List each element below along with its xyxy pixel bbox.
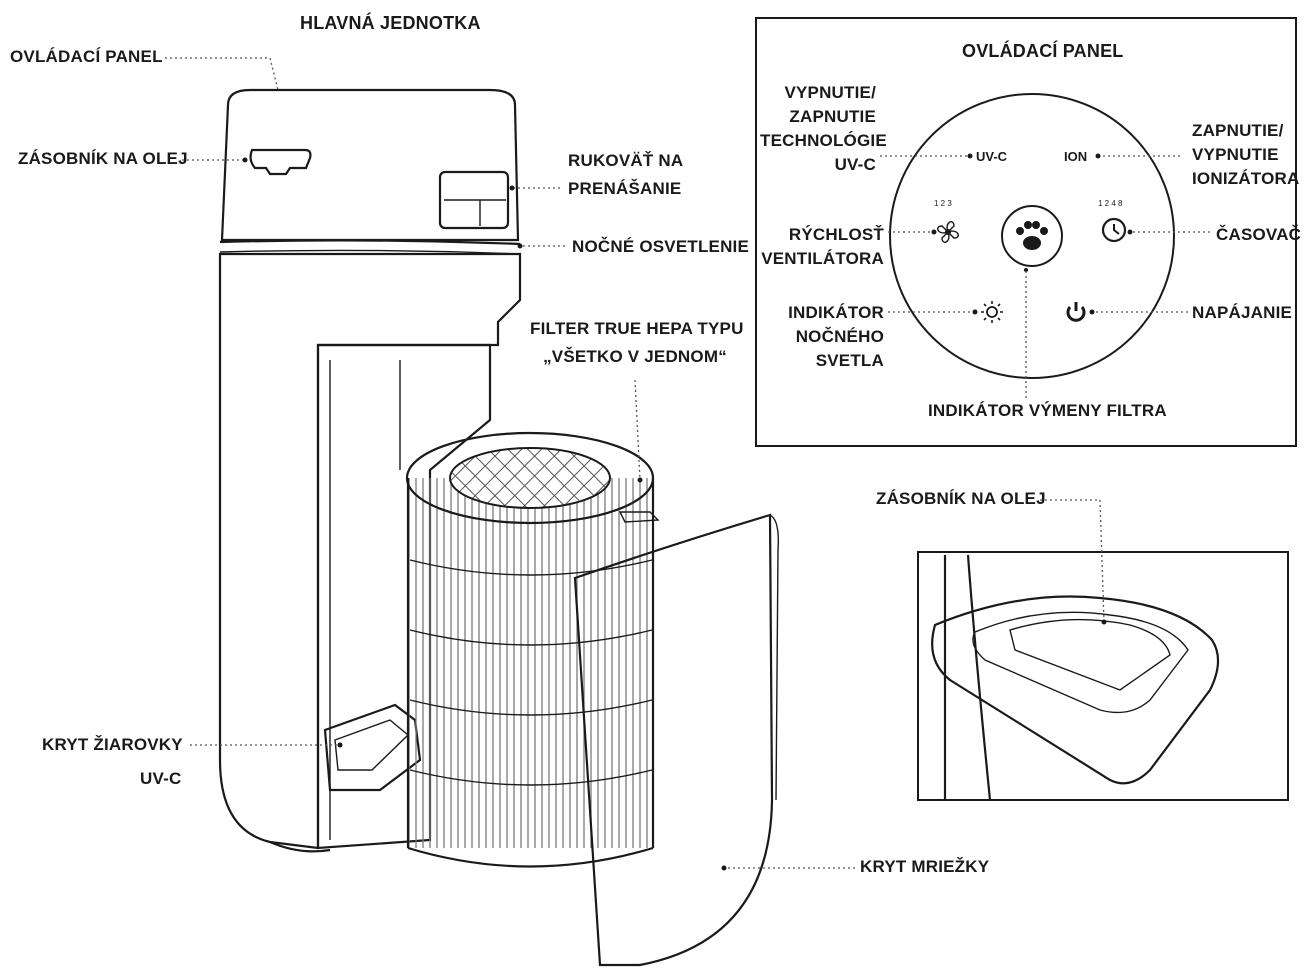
uvc-button: UV-C [976,149,1008,164]
control-panel-dial [890,94,1174,378]
ion-button: ION [1064,149,1087,164]
label-ion-2: VYPNUTIE [1192,144,1279,166]
label-ion-1: ZAPNUTIE/ [1192,120,1284,142]
label-detail-oil-tray: ZÁSOBNÍK NA OLEJ [876,488,1046,510]
label-oil-tray: ZÁSOBNÍK NA OLEJ [18,148,188,170]
label-hepa-2: „VŠETKO V JEDNOM“ [530,346,740,368]
label-uvc-3: TECHNOLÓGIE [760,130,876,152]
label-hepa-1: FILTER TRUE HEPA TYPU [530,318,740,340]
label-night-3: SVETLA [760,350,884,372]
label-grille-cover: KRYT MRIEŽKY [860,856,989,878]
top-cap [222,90,518,240]
label-night-1: INDIKÁTOR [760,302,884,324]
label-handle-1: RUKOVÄŤ NA [568,150,683,172]
hepa-filter [407,433,658,867]
timer-marks: 1 2 4 8 [1098,199,1123,208]
uvc-bulb-cover [325,705,420,790]
oil-tray-detail [918,500,1288,800]
oil-tray-slot [251,150,311,174]
label-handle-2: PRENÁŠANIE [568,178,681,200]
label-ion-3: IONIZÁTORA [1192,168,1299,190]
label-uvc-1: VYPNUTIE/ [760,82,876,104]
label-control-panel: OVLÁDACÍ PANEL [10,46,163,68]
label-timer: ČASOVAČ [1216,224,1301,246]
label-filter-change: INDIKÁTOR VÝMENY FILTRA [928,400,1167,422]
label-power: NAPÁJANIE [1192,302,1292,324]
main-unit-title: HLAVNÁ JEDNOTKA [300,12,481,34]
control-panel-title: OVLÁDACÍ PANEL [962,40,1123,62]
label-fan-2: VENTILÁTORA [760,248,884,270]
label-uvc-cover-1: KRYT ŽIAROVKY [42,734,183,756]
label-uvc-2: ZAPNUTIE [760,106,876,128]
label-uvc-cover-2: UV-C [140,768,181,790]
label-fan-1: RÝCHLOSŤ [760,224,884,246]
fan-speed-marks: 1 2 3 [934,199,952,208]
label-uvc-4: UV-C [760,154,876,176]
label-night-2: NOČNÉHO [760,326,884,348]
label-night-light: NOČNÉ OSVETLENIE [572,236,749,258]
